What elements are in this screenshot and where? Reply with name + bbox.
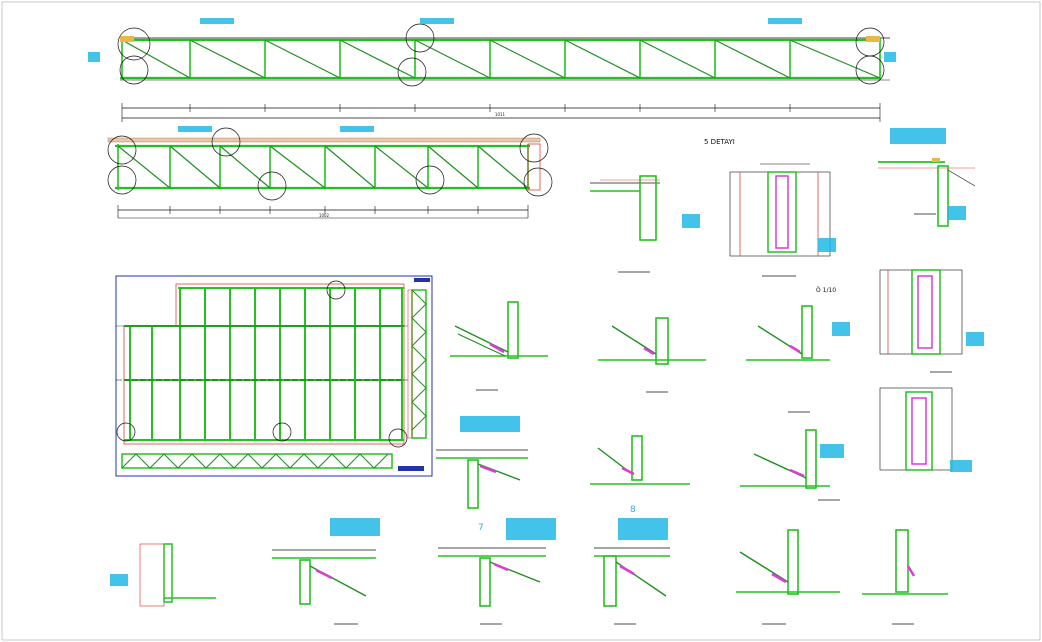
bottom-detail-5 <box>736 529 840 625</box>
bottom-detail-2 <box>272 518 380 625</box>
corner-detail-a <box>590 175 700 273</box>
bottom-detail-6 <box>862 529 948 625</box>
top-truss-diagonals <box>121 39 881 79</box>
joint-detail-4 <box>436 416 528 509</box>
top-truss-verticals <box>121 38 881 80</box>
bottom-detail-4 <box>594 518 670 625</box>
joint-detail-2 <box>598 317 706 393</box>
mid-total-dimension: 1002 <box>319 213 330 218</box>
section-detail-b <box>729 163 836 277</box>
joint-detail-3 <box>746 305 850 413</box>
joint-detail-6 <box>740 429 844 501</box>
callout-7: 7 <box>478 523 484 533</box>
middle-truss-elevation: 1002 <box>107 126 553 219</box>
top-truss-elevation: 1011 <box>88 18 896 122</box>
top-total-dimension: 1011 <box>495 112 506 117</box>
top-truss-dimension-line: 1011 <box>121 103 881 122</box>
joint-detail-1 <box>450 301 548 391</box>
detail-5-title: 5 DETAYI <box>704 138 735 146</box>
corner-detail-c <box>878 128 976 227</box>
section-detail-e <box>879 387 972 472</box>
plan-view <box>115 275 433 477</box>
bottom-detail-3 <box>438 518 556 625</box>
plan-bottom-truss <box>121 453 393 469</box>
scale-label: Ö 1/10 <box>816 287 836 294</box>
callout-8: 8 <box>630 505 636 515</box>
plan-side-truss <box>407 289 427 439</box>
bottom-detail-1 <box>110 543 216 607</box>
top-truss-detail-circles <box>117 23 885 87</box>
section-detail-d <box>879 269 984 373</box>
joint-detail-5 <box>590 435 690 485</box>
